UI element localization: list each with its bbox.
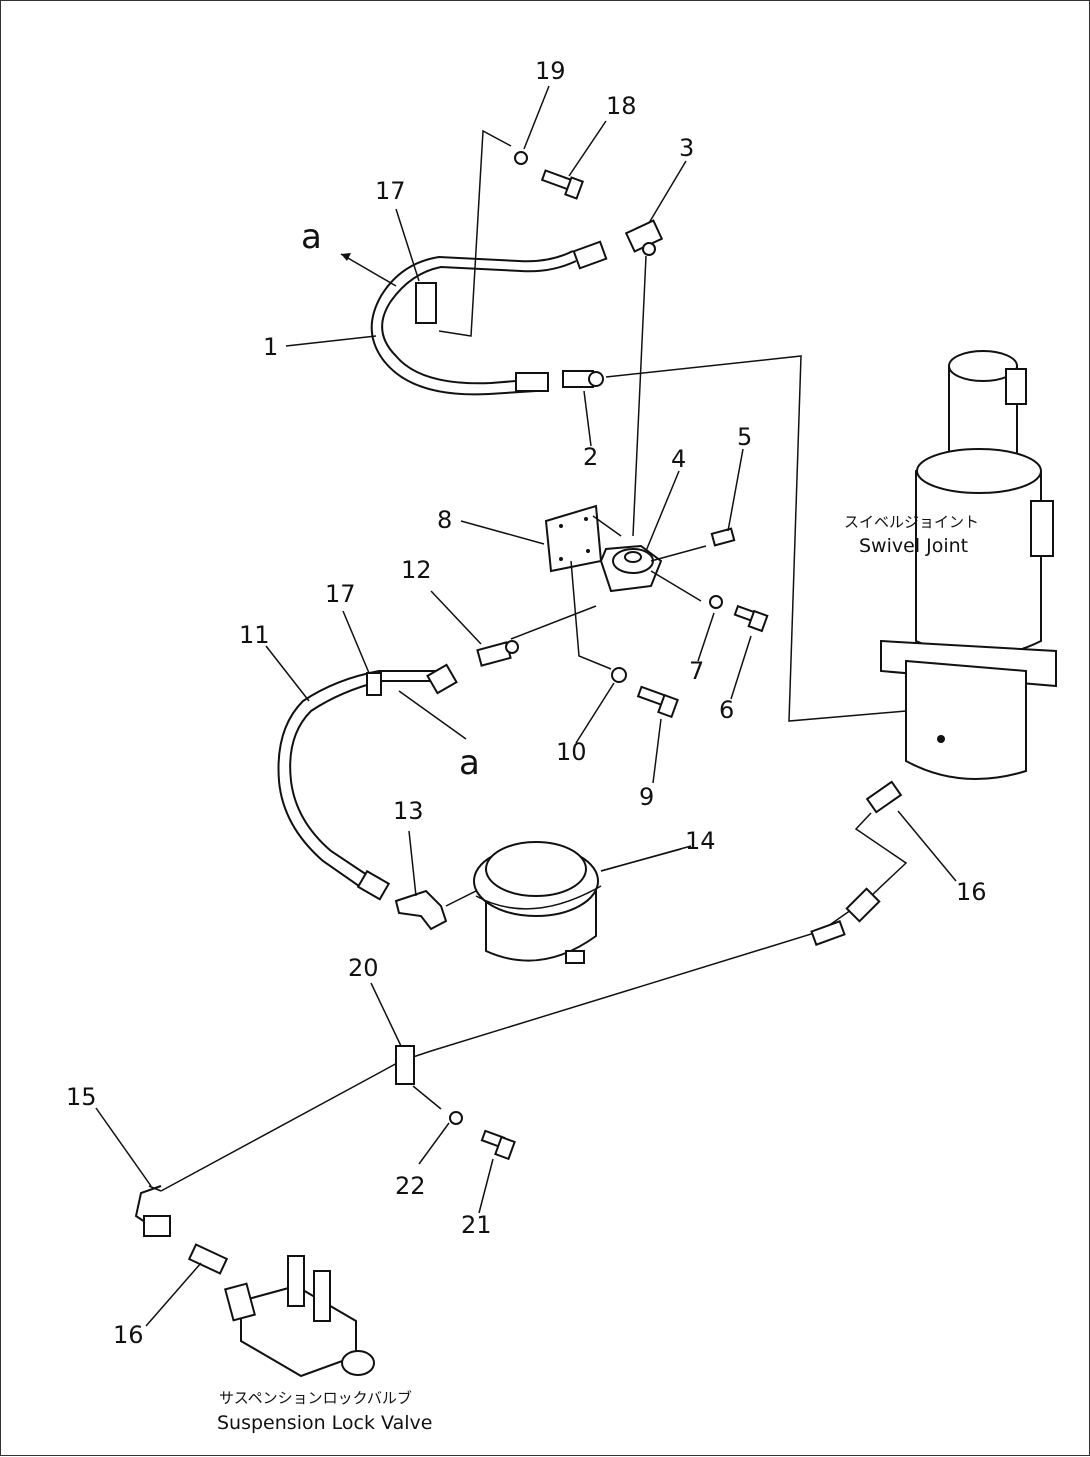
washer-7 [709,595,723,609]
callout-13: 13 [393,797,424,825]
callout-labels: 1 2 3 4 5 6 7 8 9 10 11 12 13 14 15 16 1… [66,57,987,1349]
bolt-18 [540,169,584,200]
elbow-fitting-3 [624,219,664,256]
fitting-16-lower [187,1243,229,1275]
hose-1 [370,240,608,396]
callout-21: 21 [461,1211,492,1239]
pipe-line-3-to-4 [632,255,647,537]
callout-16-upper: 16 [956,878,987,906]
connection-mark-a-lower: a [459,743,480,783]
callout-17-lower: 17 [325,580,356,608]
plug-5 [710,527,736,547]
callout-22: 22 [395,1172,426,1200]
lock-valve-label-en: Suspension Lock Valve [217,1412,432,1434]
callout-12: 12 [401,556,432,584]
callout-16-lower: 16 [113,1321,144,1349]
bolt-6 [733,604,769,633]
washer-19 [514,151,528,165]
clamp-17-upper [415,282,437,324]
elbow-13 [394,889,448,931]
callout-2: 2 [583,443,598,471]
suspension-lock-valve [224,1255,375,1378]
fitting-16-upper [865,780,903,814]
swivel-joint-label-en: Swivel Joint [859,535,968,557]
brake-chamber-14 [473,841,692,964]
pipe-line-2-to-swivel [605,355,907,722]
callout-19: 19 [535,57,566,85]
callout-9: 9 [639,783,654,811]
callout-10: 10 [556,738,587,766]
callout-3: 3 [679,134,694,162]
callout-4: 4 [671,445,686,473]
washer-10 [611,667,627,683]
callout-1: 1 [263,333,278,361]
bolt-9 [636,685,679,719]
callout-5: 5 [737,423,752,451]
connection-mark-a-upper: a [301,217,322,257]
clamp-17-lower [366,672,382,696]
leader-lines [95,85,957,1327]
callout-20: 20 [348,954,379,982]
bracket-lines-8 [570,560,612,670]
pipe-bend-15 [134,1185,171,1237]
callout-14: 14 [685,827,716,855]
clamp-20 [395,1045,415,1085]
callout-11: 11 [239,621,270,649]
callout-18: 18 [606,92,637,120]
pipe-end-fitting [810,887,881,946]
adapter-2 [562,370,604,388]
callout-8: 8 [437,506,452,534]
washer-22 [449,1111,463,1125]
callout-17-upper: 17 [375,177,406,205]
callout-15: 15 [66,1083,97,1111]
callout-7: 7 [689,657,704,685]
hose-11 [277,663,458,901]
swivel-joint-label-jp: スイベルジョイント [844,513,979,531]
callout-6: 6 [719,696,734,724]
bracket-lines-upper [438,129,512,337]
lock-valve-label-jp: サスペンションロックバルブ [219,1389,412,1407]
bracket-8 [544,504,603,573]
pressure-switch-4 [599,544,663,593]
swivel-joint [880,350,1057,780]
bolt-21 [480,1129,516,1161]
adapter-12 [476,640,519,667]
